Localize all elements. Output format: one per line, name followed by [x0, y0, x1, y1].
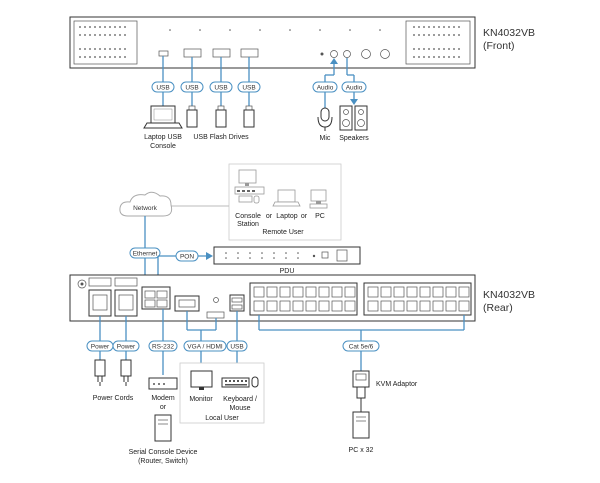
usb-tag: USB — [185, 85, 198, 92]
pdu-device — [213, 246, 361, 265]
kvm-adaptor-icon — [352, 370, 370, 412]
usb-tag: USB — [214, 85, 227, 92]
usb-tag: USB — [242, 85, 255, 92]
pdu-label: PDU — [280, 268, 295, 275]
rear-model-label: KN4032VB — [483, 289, 535, 301]
pc-count-label: PC x 32 — [349, 447, 374, 454]
rear-side-label: (Rear) — [483, 302, 513, 314]
modem-icon — [148, 377, 178, 390]
mouse-label: Mouse — [229, 405, 250, 412]
pon-tag: PON — [180, 254, 194, 261]
rear-usb-tag: USB — [230, 344, 243, 351]
remote-pc-label: PC — [315, 213, 325, 220]
cat5-tag: Cat 5e/6 — [349, 344, 374, 351]
speakers-icon — [339, 105, 368, 131]
serial-device-label: Serial Console Device — [129, 449, 198, 456]
cloud-icon — [119, 191, 173, 217]
remote-laptop-label: Laptop — [276, 213, 298, 220]
usb-flash-drive-icon — [186, 105, 198, 128]
keyboard-label: Keyboard / — [223, 396, 257, 403]
or-label: or — [266, 213, 273, 220]
front-panel — [69, 16, 476, 69]
speakers-label: Speakers — [339, 135, 369, 142]
kvm-adaptor-label: KVM Adaptor — [376, 381, 418, 388]
front-model-label: KN4032VB — [483, 27, 535, 39]
usb-flash-drive-icon — [243, 105, 255, 128]
usb-flash-drive-icon — [215, 105, 227, 128]
mic-label: Mic — [320, 135, 331, 142]
rear-panel — [69, 274, 476, 322]
front-mic-jack — [330, 50, 338, 58]
pc-tower-icon — [309, 189, 328, 209]
laptop-icon — [143, 105, 183, 129]
audio-tag: Audio — [317, 85, 334, 92]
front-side-label: (Front) — [483, 40, 515, 52]
vga-hdmi-tag: VGA / HDMI — [187, 344, 223, 351]
modem-or-label: or — [160, 404, 167, 411]
power-tag: Power — [117, 344, 136, 351]
power-plug-icon — [94, 359, 106, 386]
ethernet-tag: Ethernet — [133, 251, 158, 258]
power-cords-label: Power Cords — [93, 395, 134, 402]
power-tag: Power — [91, 344, 110, 351]
usb-flash-label: USB Flash Drives — [193, 134, 249, 141]
pc-tower-icon — [154, 414, 172, 442]
front-speaker-jack — [343, 50, 351, 58]
front-usb-port — [212, 48, 231, 58]
front-usb-tags: USB USB USB USB Audio Audio — [151, 81, 367, 93]
laptop-console-label-2: Console — [150, 143, 176, 150]
microphone-icon — [317, 107, 333, 131]
remote-user-caption: Remote User — [262, 229, 304, 236]
laptop-icon — [272, 189, 301, 207]
laptop-console-label: Laptop USB — [144, 134, 182, 141]
monitor-icon — [190, 370, 213, 390]
serial-device-label-2: (Router, Switch) — [138, 458, 188, 465]
modem-label: Modem — [151, 395, 175, 402]
network-cloud-label: Network — [133, 205, 158, 212]
console-station-label: Console — [235, 213, 261, 220]
or-label: or — [301, 213, 308, 220]
usb-tag: USB — [156, 85, 169, 92]
front-usb-port — [240, 48, 259, 58]
mouse-icon — [251, 376, 259, 388]
monitor-label: Monitor — [189, 396, 213, 403]
rs232-tag: RS-232 — [152, 344, 174, 351]
front-usb-mini-port — [158, 50, 169, 57]
remote-user-box: Console Station or Laptop or PC Remote U… — [228, 163, 342, 241]
keyboard-icon — [221, 377, 250, 388]
audio-tag: Audio — [346, 85, 363, 92]
front-usb-port — [183, 48, 202, 58]
pc-tower-icon — [352, 411, 370, 439]
console-station-label-2: Station — [237, 221, 259, 228]
local-user-caption: Local User — [205, 415, 239, 422]
power-plug-icon — [120, 359, 132, 386]
console-station-icon — [234, 169, 265, 204]
local-user-box: Monitor Keyboard / Mouse Local User — [179, 362, 265, 424]
